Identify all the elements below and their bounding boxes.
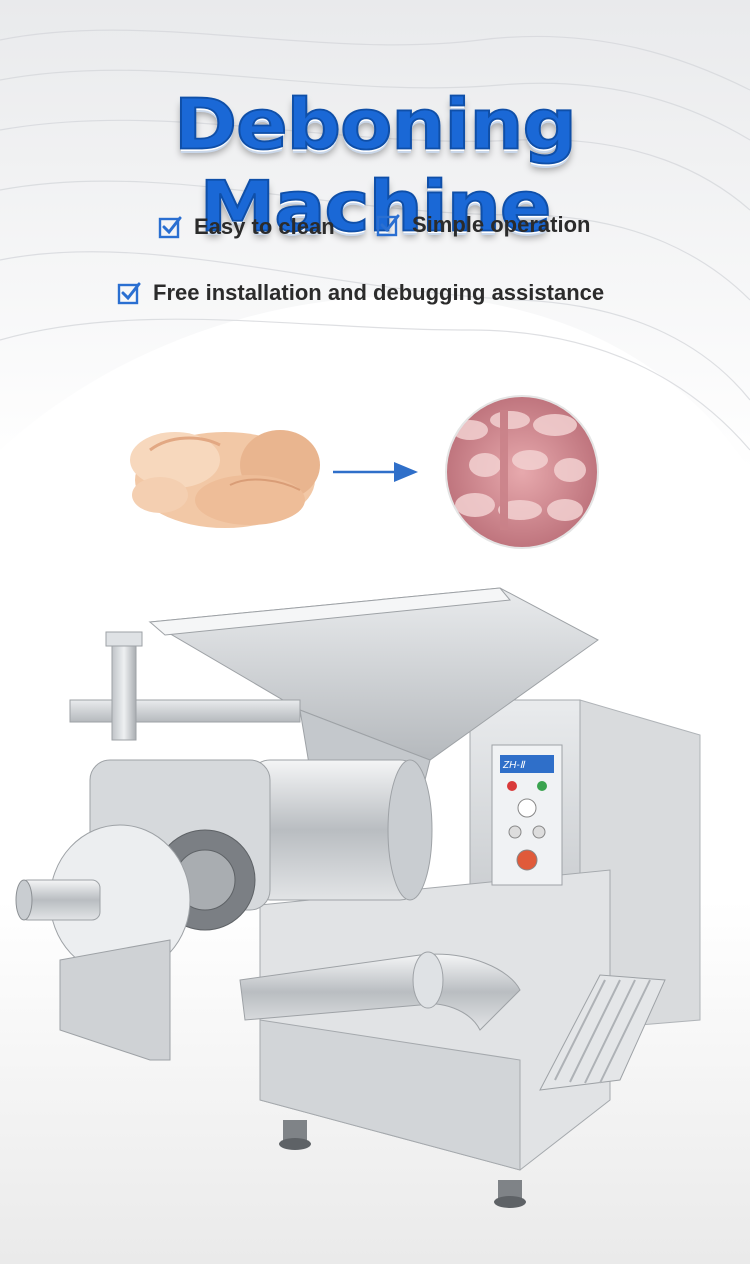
feature-label: Free installation and debugging assistan… [153, 280, 605, 305]
page-title: Deboning Machine [173, 82, 578, 248]
process-illustration [130, 395, 599, 549]
feature-label: Easy to clean [194, 214, 335, 239]
checkbox-checked-icon [158, 216, 182, 239]
deboning-machine-image: ZH-Ⅱ [15, 587, 701, 1208]
minced-meat-image [445, 395, 599, 549]
raw-chicken-image [130, 430, 320, 528]
checkbox-checked-icon [376, 214, 400, 237]
panel-label: ZH-Ⅱ [502, 760, 526, 771]
feature-easy-to-clean: Easy to clean [158, 214, 335, 240]
feature-label: Simple operation [412, 212, 591, 237]
feature-simple-operation: Simple operation [376, 212, 590, 238]
checkbox-checked-icon [117, 282, 141, 305]
arrow-right-icon [333, 462, 418, 482]
feature-free-installation: Free installation and debugging assistan… [117, 280, 604, 306]
